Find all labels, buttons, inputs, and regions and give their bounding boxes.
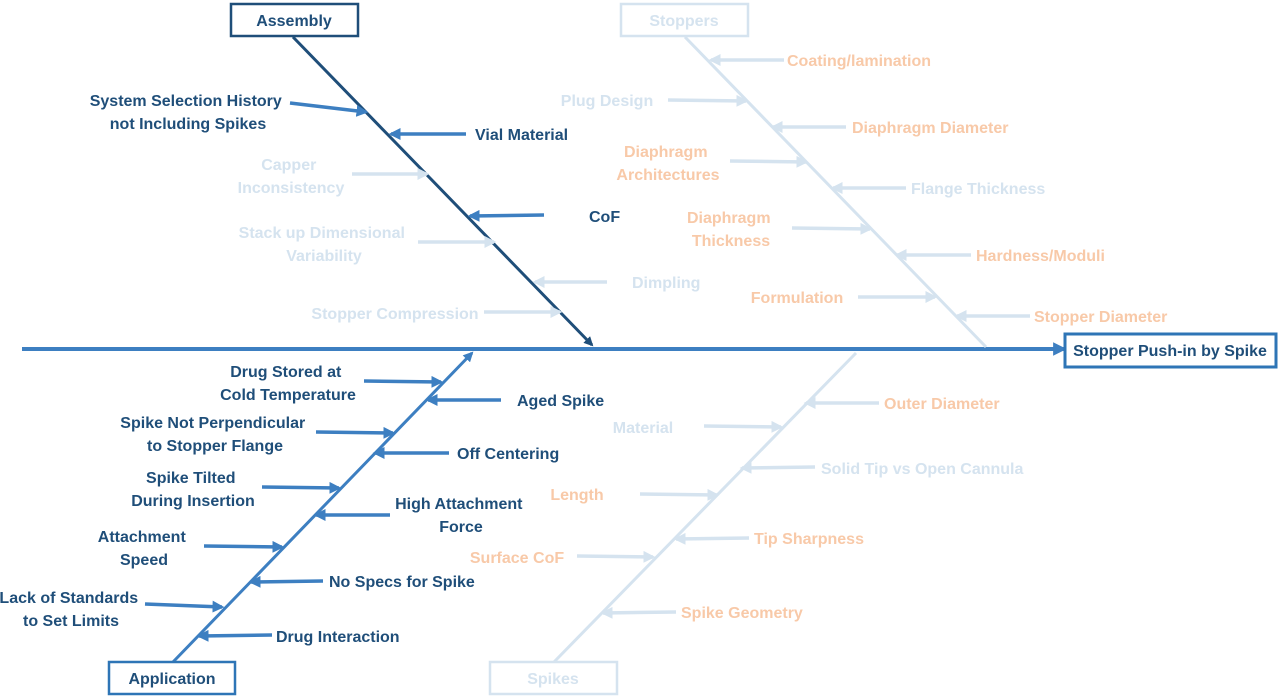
cause-label: High Attachment Force [395,496,527,536]
cause-label: Lack of Standards to Set Limits [0,590,143,630]
application-category-box: Application [107,660,237,696]
cause-label: Aged Spike [517,393,604,410]
cause-label: Stopper Diameter [1034,309,1167,326]
cause-arrow [289,101,369,117]
cause-label: Outer Diameter [884,396,1000,413]
effect-label: Stopper Push-in by Spike [1073,343,1267,360]
cause-arrow [203,540,285,553]
effect-box: Stopper Push-in by Spike [1063,332,1278,369]
cause-label: Surface CoF [470,550,564,567]
cause-arrow [729,155,809,168]
cause-label: Hardness/Moduli [976,248,1105,265]
spikes-title: Spikes [527,671,579,688]
cause-label: CoF [589,209,620,226]
assembly-title: Assembly [256,13,332,30]
cause-arrow [248,575,324,588]
cause-arrow [600,606,677,619]
cause-label: Plug Design [561,93,653,110]
cause-arrow [467,209,545,222]
cause-arrow [667,94,749,107]
cause-arrow [261,481,342,494]
cause-arrow [639,488,720,501]
cause-arrow [576,550,656,563]
cause-label: Spike Tilted During Insertion [131,470,255,510]
cause-label: No Specs for Spike [329,574,475,591]
cause-label: Solid Tip vs Open Cannula [821,461,1024,478]
cause-label: Drug Interaction [276,629,400,646]
spikes-category-box: Spikes [488,660,619,696]
cause-label: Diaphragm Architectures [616,144,719,184]
cause-label: Spike Geometry [681,605,803,622]
cause-label: Material [613,420,673,437]
cause-label: Flange Thickness [911,181,1045,198]
cause-label: Attachment Speed [98,529,190,569]
cause-label: Capper Inconsistency [238,157,345,197]
cause-arrow [363,375,444,388]
cause-label: Formulation [751,290,843,307]
cause-label: Off Centering [457,446,559,463]
cause-label: Tip Sharpness [754,531,864,548]
cause-arrow [196,629,273,642]
cause-arrow [315,426,396,439]
cause-arrow [673,532,750,545]
cause-label: Drug Stored at Cold Temperature [220,364,356,404]
assembly-category-box: Assembly [229,2,360,38]
cause-label: Vial Material [475,127,568,144]
cause-label: Diaphragm Diameter [852,120,1009,137]
cause-arrow [739,461,816,474]
cause-label: System Selection History not Including S… [90,93,287,133]
cause-label: Stopper Compression [311,306,478,323]
cause-label: Spike Not Perpendicular to Stopper Flang… [120,415,309,455]
stoppers-category-box: Stoppers [619,2,750,38]
cause-arrow [703,420,784,433]
assembly-bone [291,35,594,347]
cause-label: Length [550,487,603,504]
cause-arrow [144,600,225,613]
stoppers-title: Stoppers [649,13,718,30]
application-title: Application [128,671,215,688]
cause-label: Dimpling [632,275,700,292]
cause-label: Diaphragm Thickness [687,210,775,250]
cause-label: Stack up Dimensional Variability [239,225,410,265]
cause-label: Coating/lamination [787,53,931,70]
cause-arrow [791,222,873,235]
